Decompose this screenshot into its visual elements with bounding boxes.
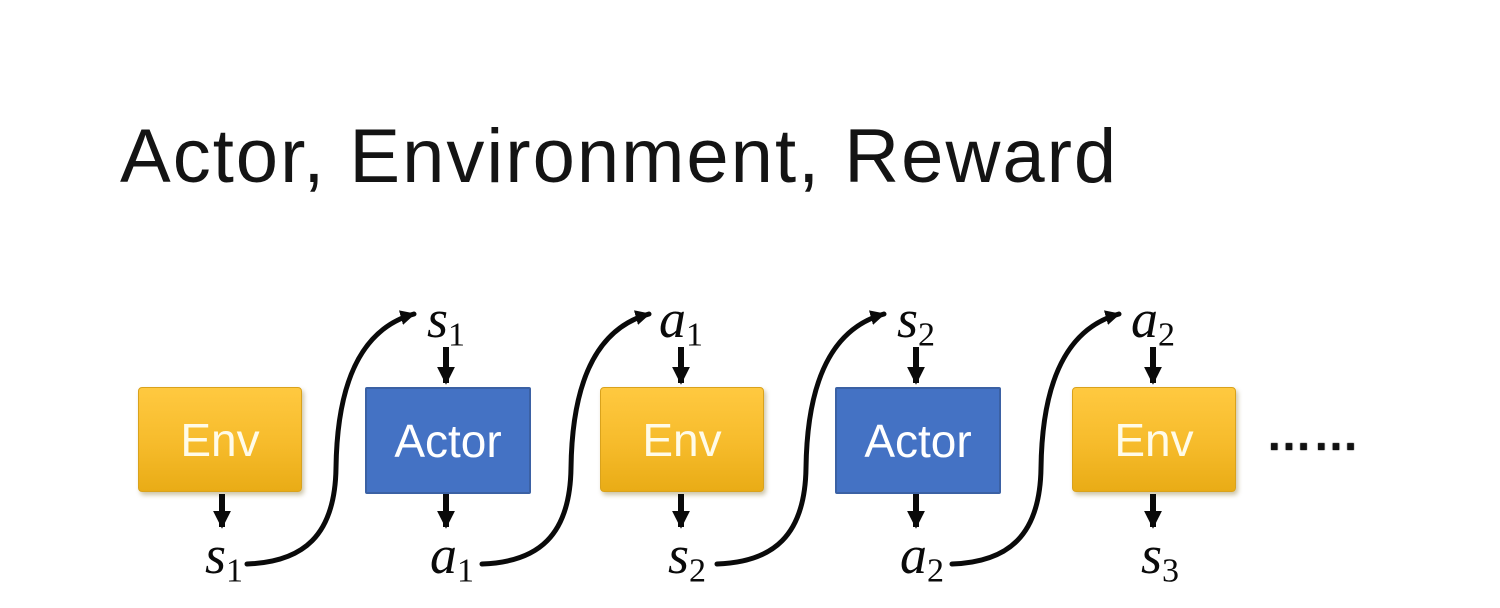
actor-box-2-label: Actor	[864, 414, 972, 467]
slide-title: Actor, Environment, Reward	[120, 114, 1119, 199]
ellipsis-dots: ……	[1266, 408, 1360, 460]
curved-arrow-a2	[952, 314, 1119, 564]
bottom-label-s3: s3	[1140, 525, 1179, 590]
actor-box-2: Actor	[835, 387, 1001, 494]
env-box-3-label: Env	[1114, 413, 1194, 466]
top-label-s1: s1	[426, 289, 465, 354]
bottom-label-a2: a2	[900, 525, 944, 590]
env-box-2: Env	[600, 387, 764, 492]
curved-arrow-s1	[244, 310, 417, 567]
top-label-a1: a1	[659, 289, 703, 354]
env-box-3: Env	[1072, 387, 1236, 492]
top-label-s2: s2	[896, 289, 935, 354]
bottom-label-a1: a1	[430, 525, 474, 590]
actor-box-1-label: Actor	[394, 414, 502, 467]
env-box-2-label: Env	[642, 413, 722, 466]
curved-arrow-s2	[717, 314, 884, 564]
bottom-label-s2: s2	[667, 525, 706, 590]
env-box-1: Env	[138, 387, 302, 492]
env-box-1-label: Env	[180, 413, 260, 466]
top-label-a2: a2	[1131, 289, 1175, 354]
actor-box-1: Actor	[365, 387, 531, 494]
bottom-label-s1: s1	[204, 525, 243, 590]
curved-arrow-a1	[482, 314, 649, 564]
